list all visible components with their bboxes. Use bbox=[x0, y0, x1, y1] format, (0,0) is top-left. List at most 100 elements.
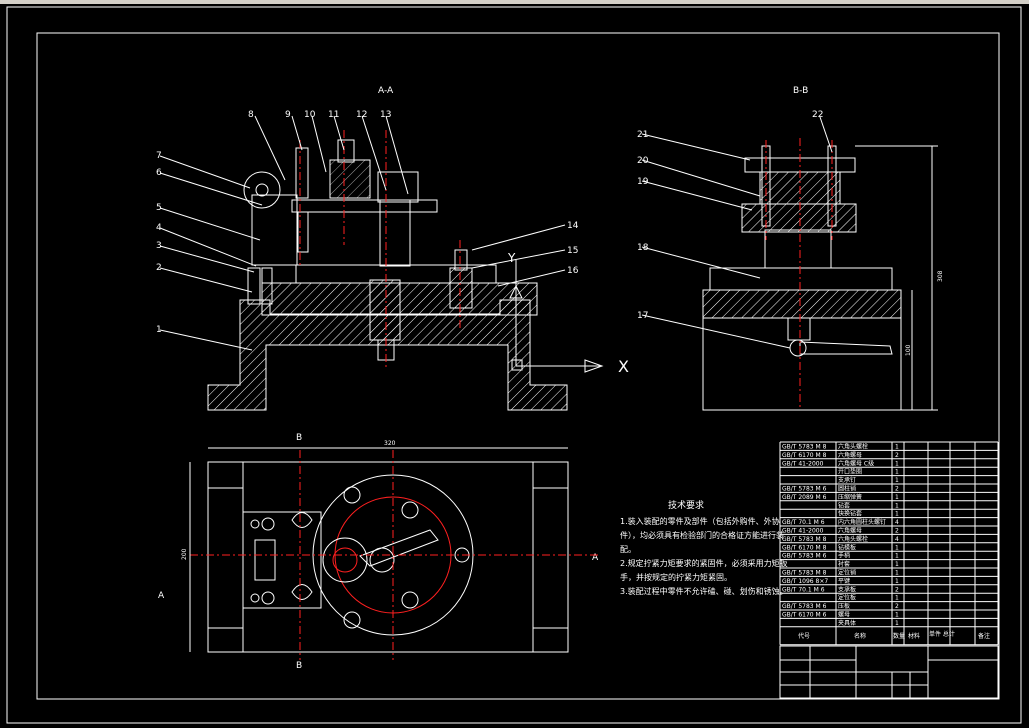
bom-row-name: 支承板 bbox=[838, 585, 856, 593]
support-column bbox=[251, 194, 298, 266]
top-foot-left bbox=[207, 487, 244, 629]
bom-row-qty: 1 bbox=[895, 570, 899, 577]
bom-row-name: 定位板 bbox=[838, 594, 856, 602]
bb-lever-pivot bbox=[789, 339, 807, 357]
handle-knob bbox=[243, 171, 281, 209]
title-block bbox=[779, 645, 999, 699]
view-b-top-label: B bbox=[296, 433, 302, 443]
bom-row-name: 手柄 bbox=[838, 552, 850, 560]
bom-row-qty: 1 bbox=[895, 595, 899, 602]
bom-row-name: 支承钉 bbox=[838, 476, 856, 484]
handle-knob-inner bbox=[255, 183, 269, 197]
balloon-7: 7 bbox=[156, 151, 162, 161]
top-foot-right bbox=[532, 487, 569, 629]
view-a-right-label: A bbox=[592, 553, 599, 563]
bom-row-name: 平键 bbox=[838, 577, 850, 585]
axis-y-label: Y bbox=[507, 251, 516, 265]
bom-row-qty: 2 bbox=[895, 486, 899, 493]
dim-width: 320 bbox=[384, 440, 396, 447]
bom-row-qty: 1 bbox=[895, 620, 899, 627]
balloon-18: 18 bbox=[637, 243, 649, 253]
bom-row-qty: 1 bbox=[895, 477, 899, 484]
bolt-right bbox=[454, 249, 468, 271]
top-bolt-4 bbox=[343, 611, 361, 629]
balloon-21: 21 bbox=[637, 130, 648, 140]
balloons-aa: 1 2 3 4 5 6 7 8 9 10 11 12 13 14 15 16 bbox=[156, 110, 579, 351]
bolt-left bbox=[297, 211, 309, 253]
bom-row-qty: 1 bbox=[895, 502, 899, 509]
bom-row-qty: 2 bbox=[895, 603, 899, 610]
bom-row-name: 六角螺母 bbox=[838, 527, 862, 535]
bom-row-qty: 4 bbox=[895, 519, 899, 526]
tech-req-title: 技术要求 bbox=[668, 499, 704, 511]
top-bolt-3 bbox=[401, 591, 419, 609]
bom-row-qty: 1 bbox=[895, 612, 899, 619]
bom-row-qty: 1 bbox=[895, 494, 899, 501]
bom-row-qty: 1 bbox=[895, 511, 899, 518]
bom-row-code: GB/T 70.1 M 6 bbox=[782, 519, 825, 526]
bom-row-name: 压板 bbox=[838, 602, 850, 610]
bom-row-qty: 2 bbox=[895, 528, 899, 535]
bom-row-qty: 1 bbox=[895, 553, 899, 560]
balloon-4: 4 bbox=[156, 223, 162, 233]
bom-row-qty: 1 bbox=[895, 444, 899, 451]
bom-row-code: GB/T 5783 M 6 bbox=[782, 486, 827, 493]
bom-header-weight: 单件 总计 bbox=[929, 630, 955, 638]
window-titlebar-strip bbox=[0, 0, 1029, 4]
dim-tall: 308 bbox=[937, 270, 944, 282]
small-pin-marker bbox=[511, 359, 523, 371]
bom-row-code: GB/T 5783 M 8 bbox=[782, 536, 827, 543]
top-nut bbox=[369, 547, 395, 573]
bom-row-code: GB/T 5783 M 8 bbox=[782, 444, 827, 451]
bom-row-name: 螺母 bbox=[838, 611, 850, 619]
bom-row-code: GB/T 6170 M 8 bbox=[782, 452, 827, 459]
top-linkage bbox=[359, 529, 439, 567]
dim-base: 100 bbox=[905, 344, 912, 356]
tech-req-line-5: 手，并按规定的拧紧力矩紧固。 bbox=[620, 572, 732, 582]
bom-header-material: 材料 bbox=[908, 632, 920, 640]
balloon-16: 16 bbox=[567, 266, 579, 276]
pin-left bbox=[247, 267, 261, 305]
tech-req-line-1: 1.装入装配的零件及部件（包括外购件、外协 bbox=[620, 516, 780, 526]
bom-row-qty: 1 bbox=[895, 578, 899, 585]
bom-header-name: 名称 bbox=[854, 632, 866, 640]
bb-handle bbox=[787, 317, 811, 341]
balloon-13: 13 bbox=[380, 110, 391, 120]
bom-row-name: 钻套 bbox=[838, 501, 850, 509]
nut-block bbox=[377, 171, 419, 203]
bom-row-qty: 1 bbox=[895, 460, 899, 467]
bom-row-qty: 2 bbox=[895, 586, 899, 593]
bom-row-name: 六角螺母 C级 bbox=[838, 459, 874, 467]
bom-row-code: GB/T 41-2000 bbox=[782, 528, 824, 535]
view-a-left-label: A bbox=[158, 591, 165, 601]
balloon-10: 10 bbox=[304, 110, 316, 120]
bom-row-qty: 1 bbox=[895, 469, 899, 476]
dim-height: 200 bbox=[181, 548, 188, 560]
view-b-bottom-label: B bbox=[296, 661, 302, 671]
top-wing-nut-2 bbox=[291, 584, 313, 600]
bushing-right bbox=[449, 267, 473, 309]
balloon-11: 11 bbox=[328, 110, 339, 120]
bom-row-name: 夹具体 bbox=[838, 619, 856, 627]
bom-row-code: GB/T 5783 M 8 bbox=[782, 570, 827, 577]
bb-lever bbox=[799, 341, 893, 355]
top-bolt-2 bbox=[401, 501, 419, 519]
balloon-3: 3 bbox=[156, 241, 162, 251]
top-bolt-2 bbox=[337, 139, 355, 163]
axis-x-arrow bbox=[584, 359, 604, 373]
balloon-22: 22 bbox=[812, 110, 823, 120]
column-block-hatch bbox=[330, 160, 370, 198]
balloon-1: 1 bbox=[156, 325, 162, 335]
bom-header-qty: 数量 bbox=[893, 632, 905, 640]
top-block bbox=[254, 539, 276, 581]
cad-drawing-canvas[interactable]: A-A X Y 1 bbox=[0, 4, 1029, 728]
bom-row-name: 内六角圆柱头螺钉 bbox=[838, 518, 886, 526]
tech-req-line-4: 2.规定拧紧力矩要求的紧固件，必须采用力矩扳 bbox=[620, 558, 788, 568]
balloon-14: 14 bbox=[567, 221, 579, 231]
bb-drill-plate bbox=[741, 203, 857, 233]
bom-row-name: 六角头螺栓 bbox=[838, 443, 868, 451]
bom-header-note: 备注 bbox=[978, 632, 990, 640]
tech-req-line-3: 配。 bbox=[620, 545, 636, 554]
top-clamp bbox=[242, 511, 322, 609]
